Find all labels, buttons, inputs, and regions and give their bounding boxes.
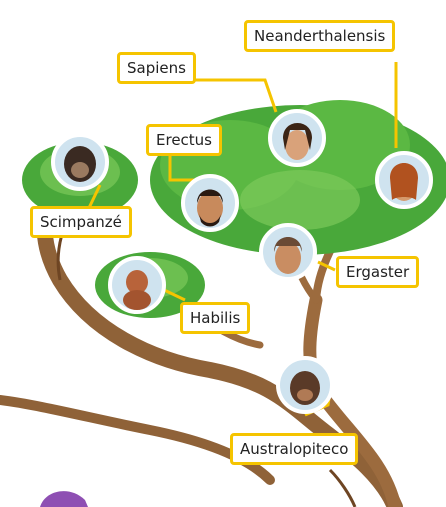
portrait-habilis [110,258,164,312]
portrait-australopiteco [278,358,332,412]
portrait-erectus [183,176,237,230]
label-australopiteco: Australopiteco [230,433,358,465]
portrait-neanderthalensis [377,153,431,207]
portrait-scimpanze [53,135,107,189]
label-habilis: Habilis [180,302,250,334]
connector-sapiens [190,80,276,112]
purple-corner-shape [40,491,88,507]
label-sapiens: Sapiens [117,52,196,84]
label-scimpanze: Scimpanzé [30,206,132,238]
portrait-ergaster [261,225,315,279]
portrait-sapiens [270,111,324,165]
label-neanderthalensis: Neanderthalensis [244,20,395,52]
label-ergaster: Ergaster [336,256,419,288]
label-erectus: Erectus [146,124,222,156]
